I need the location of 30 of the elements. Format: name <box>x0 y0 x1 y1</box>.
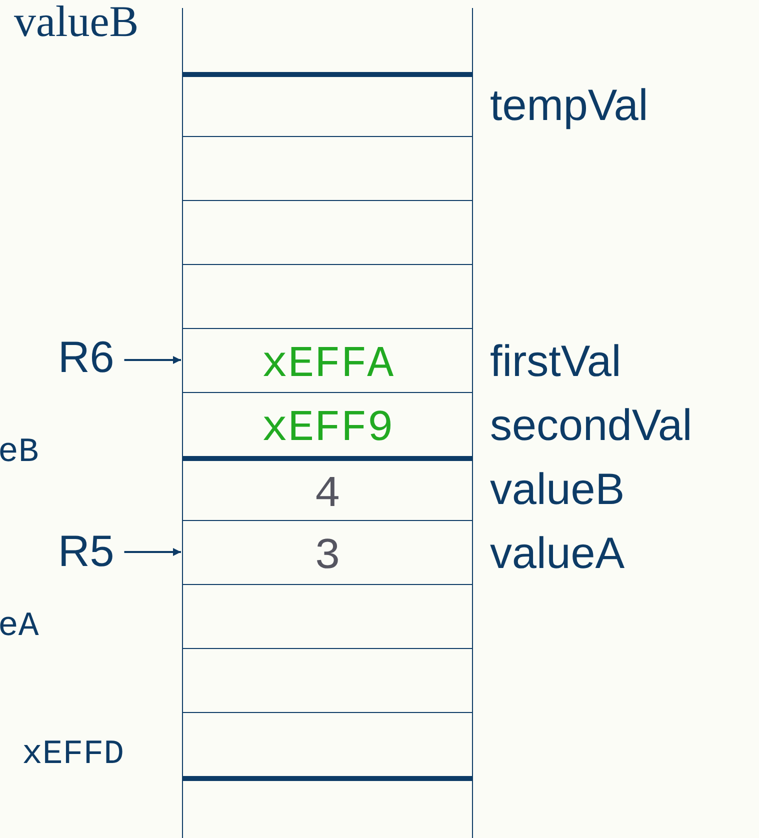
memory-cell <box>182 776 473 838</box>
arrow <box>124 356 181 364</box>
memory-cell <box>182 456 473 520</box>
memory-cell <box>182 584 473 648</box>
memory-label: xEFFD <box>22 738 124 772</box>
variable-label: secondVal <box>490 404 692 448</box>
cell-value: xEFFA <box>261 342 394 386</box>
memory-cell <box>182 328 473 392</box>
memory-cell <box>182 264 473 328</box>
variable-label: valueA <box>490 532 625 576</box>
memory-cell <box>182 136 473 200</box>
memory-cell <box>182 200 473 264</box>
variable-label: firstVal <box>490 340 622 384</box>
variable-label: tempVal <box>490 84 648 128</box>
memory-cell <box>182 72 473 136</box>
memory-label: eA <box>0 610 39 644</box>
arrow <box>124 548 181 556</box>
register-label: R6 <box>58 336 114 380</box>
memory-cell <box>182 520 473 584</box>
cell-value: xEFF9 <box>261 406 394 450</box>
memory-cell <box>182 392 473 456</box>
memory-cell <box>182 648 473 712</box>
cell-value: 4 <box>314 472 341 516</box>
memory-label: eB <box>0 436 39 470</box>
memory-label: valueB <box>14 0 139 44</box>
cell-value: 3 <box>314 534 341 578</box>
variable-label: valueB <box>490 468 625 512</box>
register-label: R5 <box>58 530 114 574</box>
memory-cell <box>182 8 473 72</box>
memory-cell <box>182 712 473 776</box>
